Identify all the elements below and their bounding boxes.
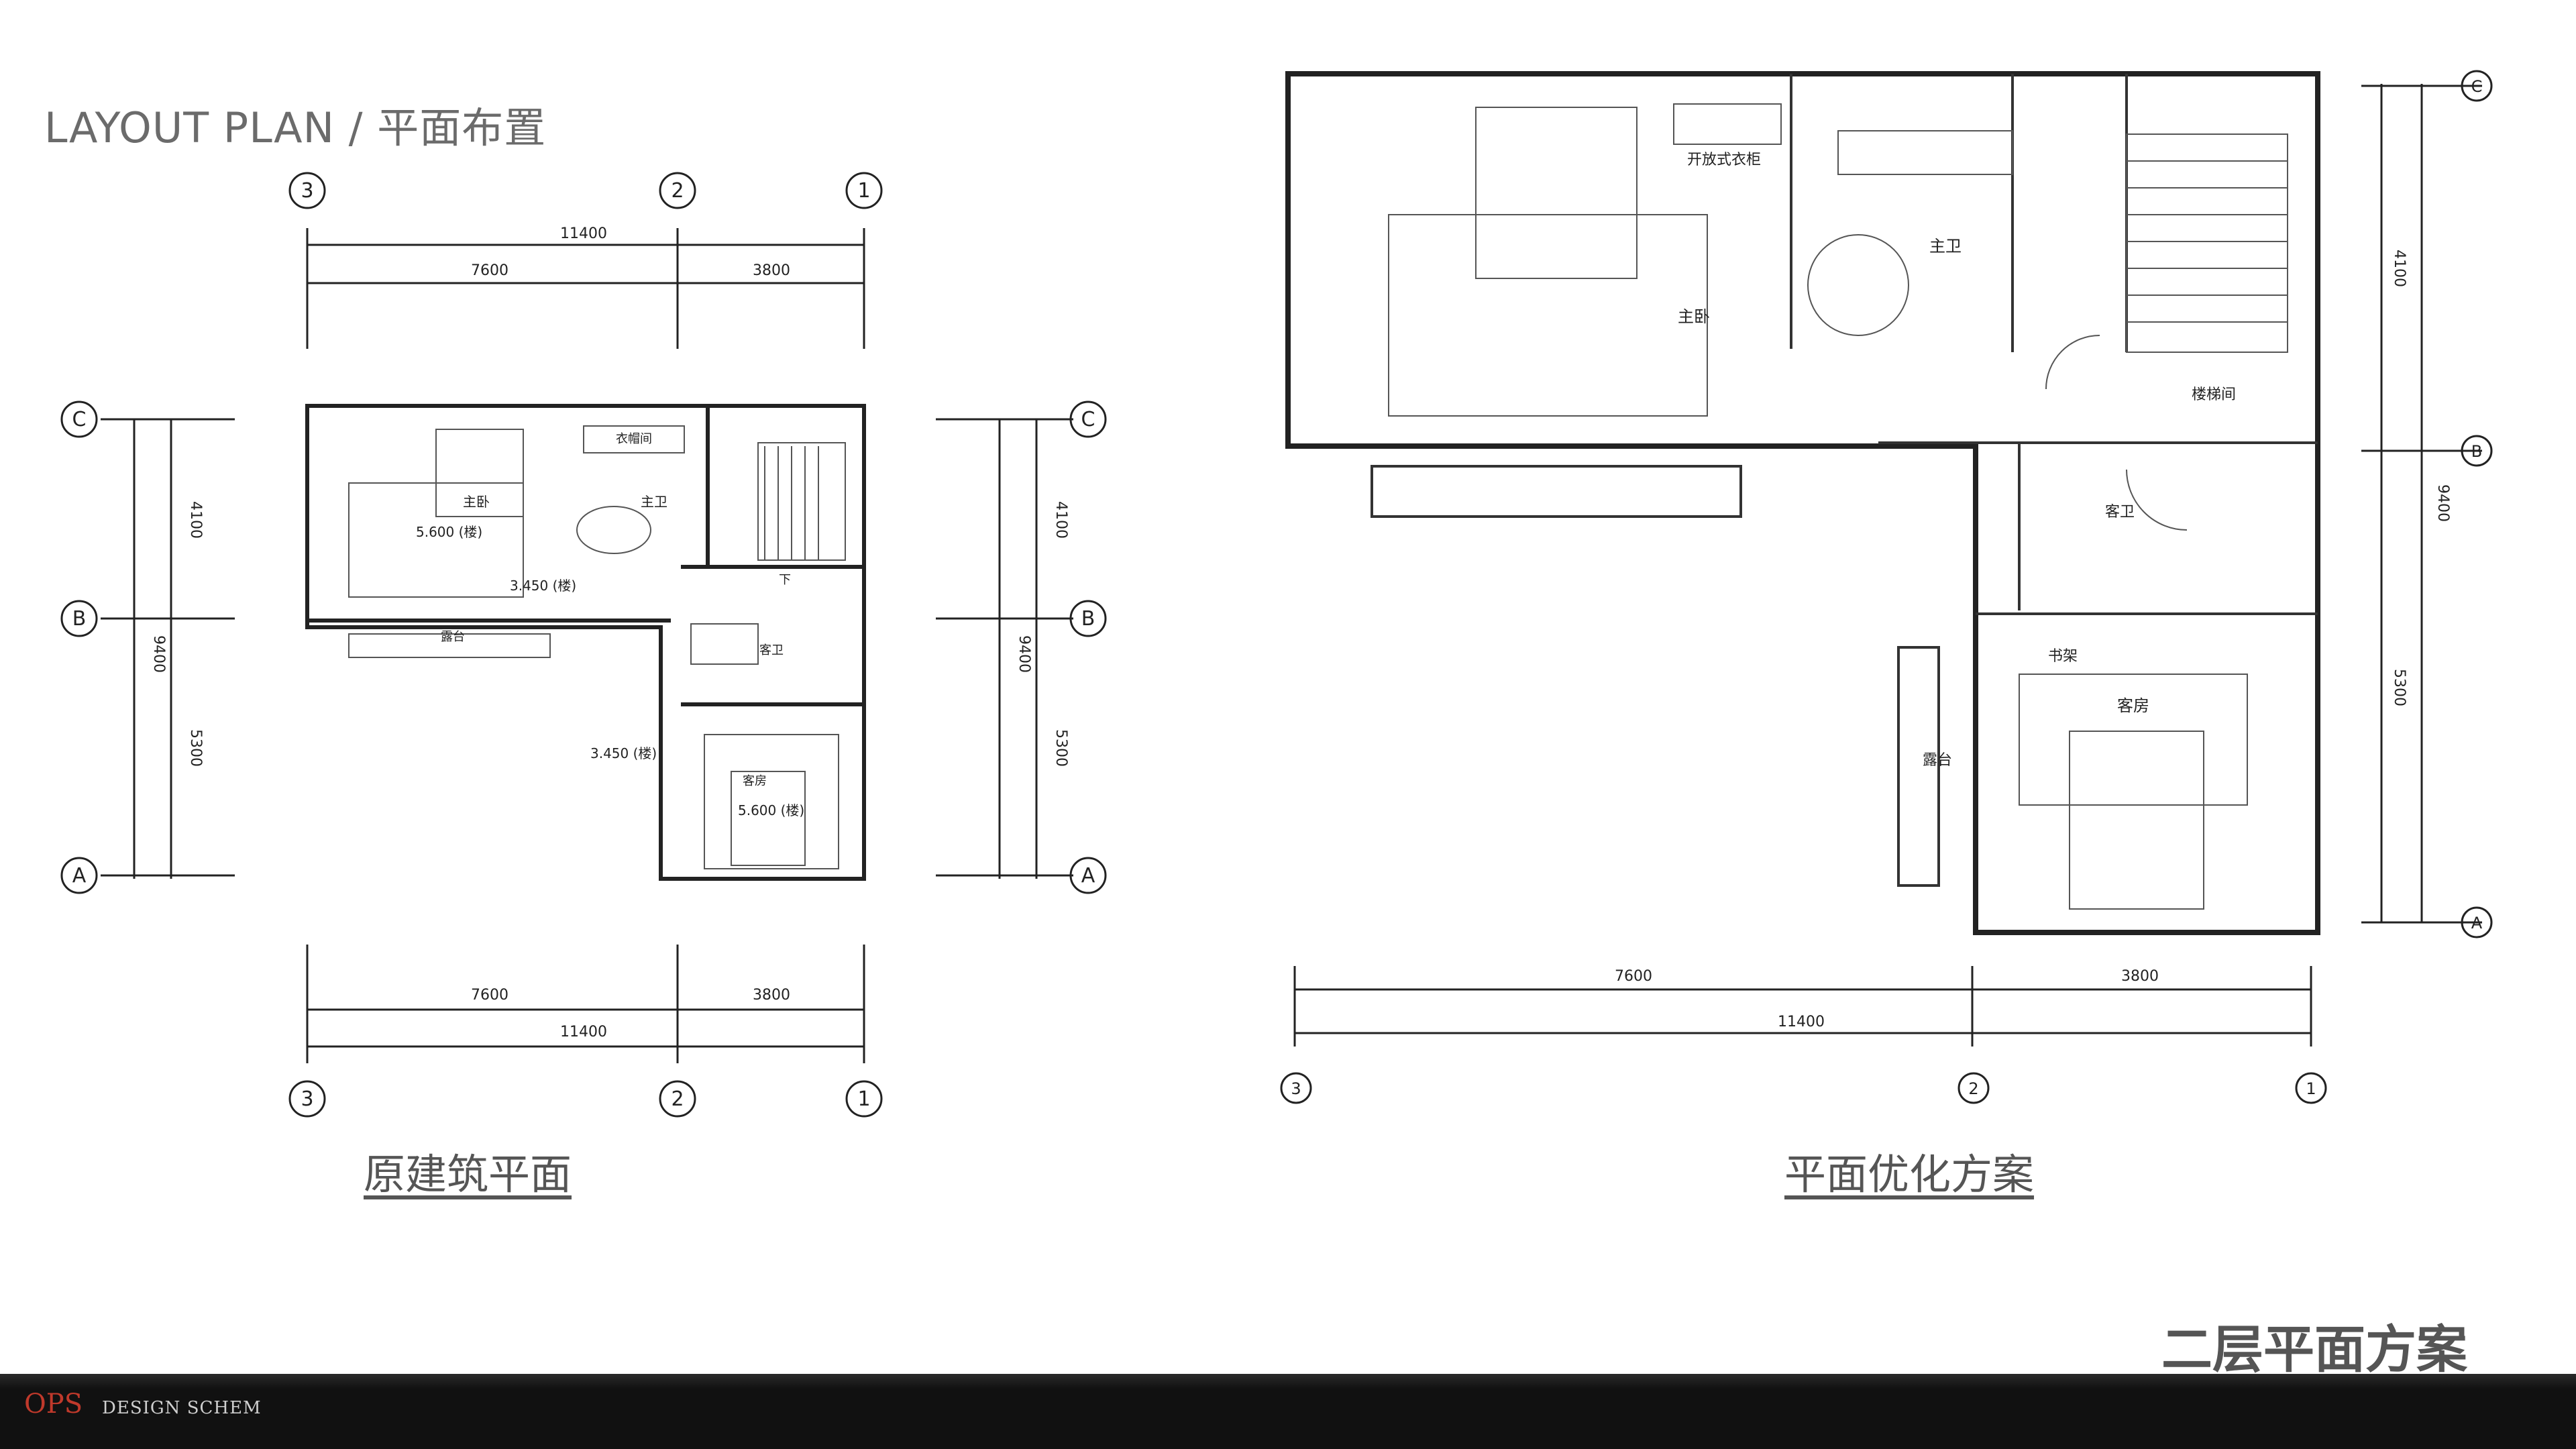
grid-label: 3 — [301, 1087, 313, 1111]
slide-subtitle: 二层平面方案 — [2161, 1320, 2467, 1379]
level-label: 3.450 (楼) — [590, 745, 657, 761]
dimension-label: 7600 — [471, 987, 508, 1004]
brand-logo: OPS — [24, 1389, 83, 1419]
room-label: 开放式衣柜 — [1687, 152, 1761, 168]
dimension-label: 9400 — [2434, 484, 2451, 522]
room-label: 主卧 — [1678, 307, 1710, 326]
grid-label: 2 — [671, 1087, 684, 1111]
dimension-label: 11400 — [1778, 1014, 1825, 1030]
grid-label: C — [2471, 77, 2483, 96]
grid-label: 3 — [301, 179, 313, 203]
dimension-label: 4100 — [1053, 501, 1069, 539]
page-title: LAYOUT PLAN / 平面布置 — [44, 103, 547, 152]
dimension-label: 3800 — [753, 987, 790, 1004]
room-label: 下 — [779, 573, 791, 587]
grid-label: B — [1081, 607, 1095, 631]
dimension-label: 3800 — [2121, 968, 2159, 985]
grid-label: 2 — [671, 179, 684, 203]
grid-label: 1 — [2306, 1079, 2316, 1098]
optimized-plan-caption: 平面优化方案 — [1784, 1150, 2035, 1199]
room-label: 主卧 — [463, 494, 490, 510]
room-label: 露台 — [441, 630, 465, 644]
dimension-label: 3800 — [753, 262, 790, 279]
dimension-label: 9400 — [150, 635, 167, 673]
dimension-label: 11400 — [560, 1024, 607, 1040]
level-label: 3.450 (楼) — [510, 578, 576, 594]
grid-label: 2 — [1968, 1079, 1978, 1098]
grid-label: B — [2471, 442, 2482, 461]
dimension-label: 5300 — [2391, 669, 2408, 706]
footer-bar — [0, 1374, 2576, 1449]
room-label: 客房 — [743, 774, 767, 788]
room-label: 客卫 — [759, 643, 784, 657]
room-label: 露台 — [1923, 752, 1952, 769]
room-label: 书架 — [2048, 648, 2078, 665]
grid-label: B — [72, 607, 87, 631]
dimension-label: 9400 — [1016, 635, 1032, 673]
dimension-label: 5300 — [1053, 729, 1069, 767]
grid-label: 1 — [857, 179, 870, 203]
room-label: 客房 — [2117, 696, 2149, 715]
dimension-label: 4100 — [187, 501, 204, 539]
grid-label: 1 — [857, 1087, 870, 1111]
level-label: 5.600 (楼) — [738, 802, 804, 818]
original-plan-caption: 原建筑平面 — [364, 1150, 572, 1199]
room-label: 楼梯间 — [2192, 386, 2236, 403]
grid-label: A — [2471, 914, 2483, 932]
grid-label: C — [72, 408, 87, 431]
room-label: 衣帽间 — [616, 432, 652, 446]
dimension-label: 4100 — [2391, 250, 2408, 287]
room-label: 客卫 — [2105, 504, 2135, 521]
dimension-label: 5300 — [187, 729, 204, 767]
grid-label: A — [1081, 864, 1095, 888]
optimized-floor-plan: 3 2 1 C B A 7600 3800 11400 4100 5300 94… — [1280, 70, 2493, 1104]
brand-tagline: DESIGN SCHEM — [102, 1398, 262, 1418]
level-label: 5.600 (楼) — [416, 524, 482, 540]
grid-label: A — [72, 864, 87, 888]
room-label: 主卫 — [641, 494, 667, 510]
original-floor-plan: 3 2 1 3 2 1 C B A C B A 11400 7600 3800 … — [60, 172, 1107, 1118]
dimension-label: 7600 — [471, 262, 508, 279]
grid-label: C — [1081, 408, 1095, 431]
grid-label: 3 — [1291, 1079, 1301, 1098]
dimension-label: 7600 — [1615, 968, 1652, 985]
dimension-label: 11400 — [560, 225, 607, 242]
room-label: 主卫 — [1929, 237, 1962, 256]
